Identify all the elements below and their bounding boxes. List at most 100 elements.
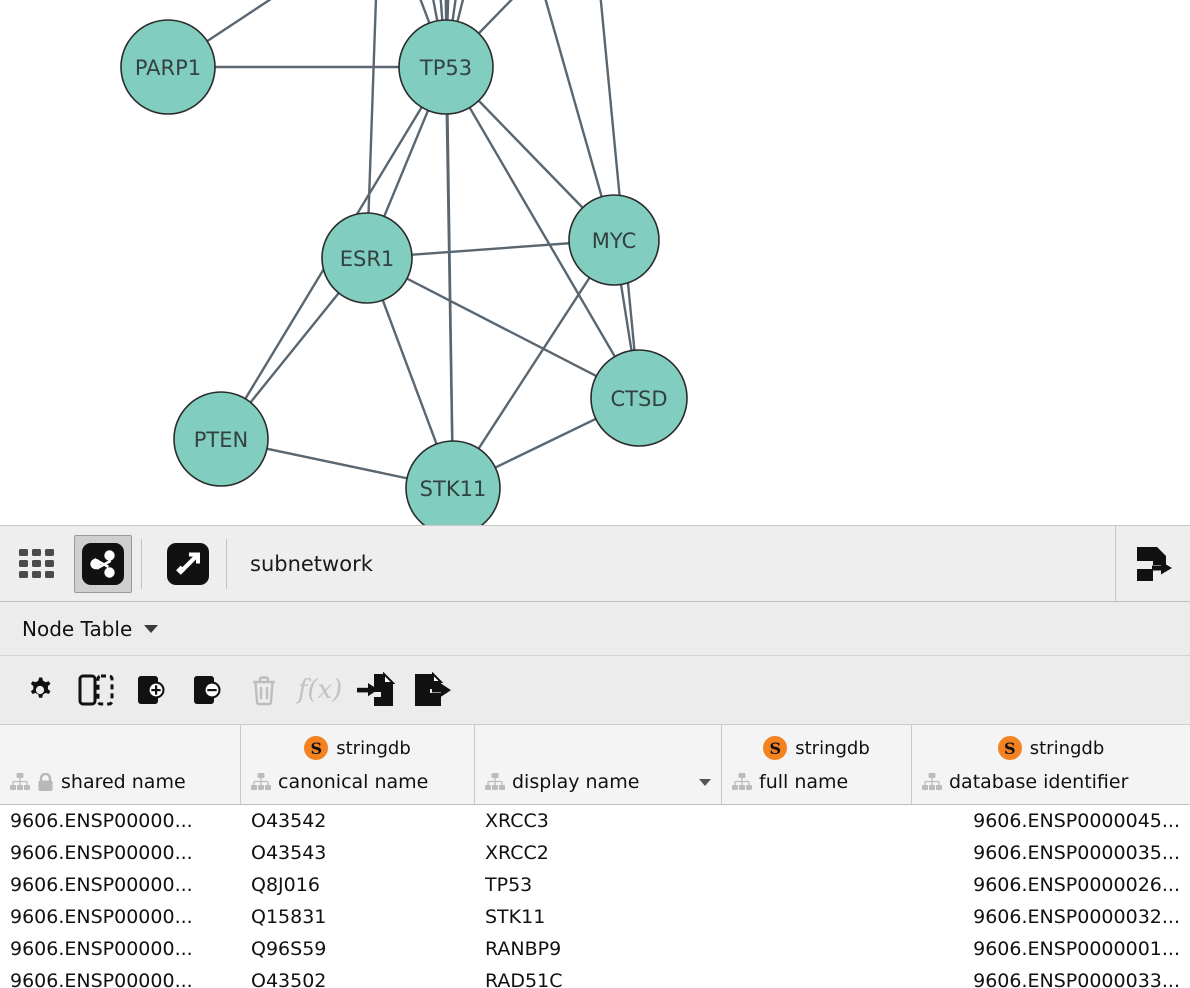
network-edge[interactable] [444,66,455,489]
table-cell[interactable]: 9606.ENSP00000... [10,842,193,864]
table-cell[interactable] [722,965,912,988]
import-table-button[interactable] [348,662,404,718]
toolbar-separator-2 [226,538,227,589]
network-node[interactable]: STK11 [405,440,501,525]
table-row[interactable]: 9606.ENSP00000... O43502 RAD51C 9606.ENSP00… [0,965,1190,988]
hierarchy-icon [922,773,942,790]
table-cell[interactable] [722,869,912,901]
delete-column-button[interactable] [180,662,236,718]
network-edge[interactable] [596,0,641,399]
node-circle[interactable] [568,194,660,286]
table-cell[interactable]: 9606.ENSP0000032... [973,906,1180,928]
table-cell[interactable]: Q96S59 [251,938,327,960]
hierarchy-icon [485,773,505,790]
table-row[interactable]: 9606.ENSP00000... Q15831 STK11 9606.ENSP000… [0,901,1190,933]
node-circle[interactable] [120,19,216,115]
node-circle[interactable] [405,440,501,525]
table-row[interactable]: 9606.ENSP00000... Q96S59 RANBP9 9606.ENSP00… [0,933,1190,965]
node-label: PTEN [194,428,248,452]
detach-view-button[interactable] [159,535,217,593]
table-row[interactable]: 9606.ENSP00000... O43543 XRCC2 9606.ENSP000… [0,837,1190,869]
network-node[interactable]: MYC [568,194,660,286]
table-cell[interactable]: 9606.ENSP00000... [10,810,193,832]
network-edge[interactable] [365,0,378,259]
table-cell[interactable]: XRCC2 [485,842,549,864]
table-cell[interactable]: Q8J016 [251,874,320,896]
table-cell[interactable] [722,837,912,869]
delete-rows-button[interactable] [236,662,292,718]
table-cell[interactable]: O43543 [251,842,327,864]
toggle-columns-button[interactable] [68,662,124,718]
table-cell[interactable] [722,901,912,933]
hierarchy-icon-wrap [485,773,505,791]
table-cell[interactable]: 9606.ENSP00000... [10,938,193,960]
column-namespace: stringdb [795,737,870,759]
network-node[interactable]: ESR1 [321,212,413,304]
split-pane-icon [78,674,114,706]
table-cell[interactable]: 9606.ENSP0000001... [973,938,1180,960]
table-cell[interactable]: 9606.ENSP00000... [10,970,193,988]
table-cell[interactable]: STK11 [485,906,546,928]
table-body[interactable]: 9606.ENSP00000... O43542 XRCC3 9606.ENSP000… [0,805,1190,988]
table-cell[interactable] [722,933,912,965]
column-namespace: stringdb [1029,737,1105,759]
network-node[interactable]: CTSD [590,349,688,447]
table-cell[interactable]: O43542 [251,810,327,832]
table-row[interactable]: 9606.ENSP00000... O43542 XRCC3 9606.ENSP000… [0,805,1190,837]
network-node[interactable]: PTEN [173,391,269,487]
node-circle[interactable] [398,19,494,115]
add-column-icon [138,676,165,704]
gear-icon [30,677,51,698]
column-header-shared-name[interactable]: shared name [0,725,241,804]
remove-column-icon [194,676,221,704]
add-column-button[interactable] [124,662,180,718]
network-edge[interactable] [451,239,616,489]
chevron-down-icon[interactable] [144,624,159,633]
network-node[interactable]: TP53 [398,19,494,115]
network-node[interactable]: PARP1 [120,19,216,115]
node-circle[interactable] [173,391,269,487]
network-view-button[interactable] [74,534,132,593]
hierarchy-icon-wrap [251,773,271,791]
table-cell[interactable]: 9606.ENSP0000045... [973,810,1180,832]
table-cell[interactable]: O43502 [251,970,327,988]
table-cell[interactable]: Q15831 [251,906,327,928]
settings-button[interactable] [12,662,68,718]
hierarchy-icon-wrap [732,773,752,791]
table-cell[interactable] [722,805,912,837]
network-edge[interactable] [366,256,640,400]
table-cell[interactable]: 9606.ENSP0000033... [973,970,1180,988]
stringdb-badge-icon: S [304,736,329,760]
table-cell[interactable]: XRCC3 [485,810,549,832]
network-edge[interactable] [444,66,641,399]
table-cell[interactable]: TP53 [485,874,533,896]
function-builder-button[interactable]: f(x) [292,662,348,718]
table-row[interactable]: 9606.ENSP00000... Q8J016 TP53 9606.ENSP0000… [0,869,1190,901]
column-sort-chevron-down-icon[interactable] [699,778,711,786]
hierarchy-icon [10,773,30,790]
hierarchy-icon-wrap [922,773,942,791]
network-edge[interactable] [530,0,616,241]
table-cell[interactable]: 9606.ENSP00000... [10,906,193,928]
table-cell[interactable]: 9606.ENSP0000026... [973,874,1180,896]
table-cell[interactable]: 9606.ENSP0000035... [973,842,1180,864]
export-image-button[interactable] [1115,525,1190,602]
view-toolbar: subnetwork [0,525,1190,602]
table-selector-bar[interactable]: Node Table [0,602,1190,656]
column-header-display-name[interactable]: display name [475,725,722,804]
node-circle[interactable] [321,212,413,304]
table-cell[interactable]: 9606.ENSP00000... [10,874,193,896]
table-cell[interactable]: RANBP9 [485,938,562,960]
table-cell[interactable]: RAD51C [485,970,563,988]
stringdb-badge-icon: S [763,736,788,760]
grid-view-button[interactable] [8,535,66,593]
export-table-button[interactable] [404,662,460,718]
node-circle[interactable] [590,349,688,447]
